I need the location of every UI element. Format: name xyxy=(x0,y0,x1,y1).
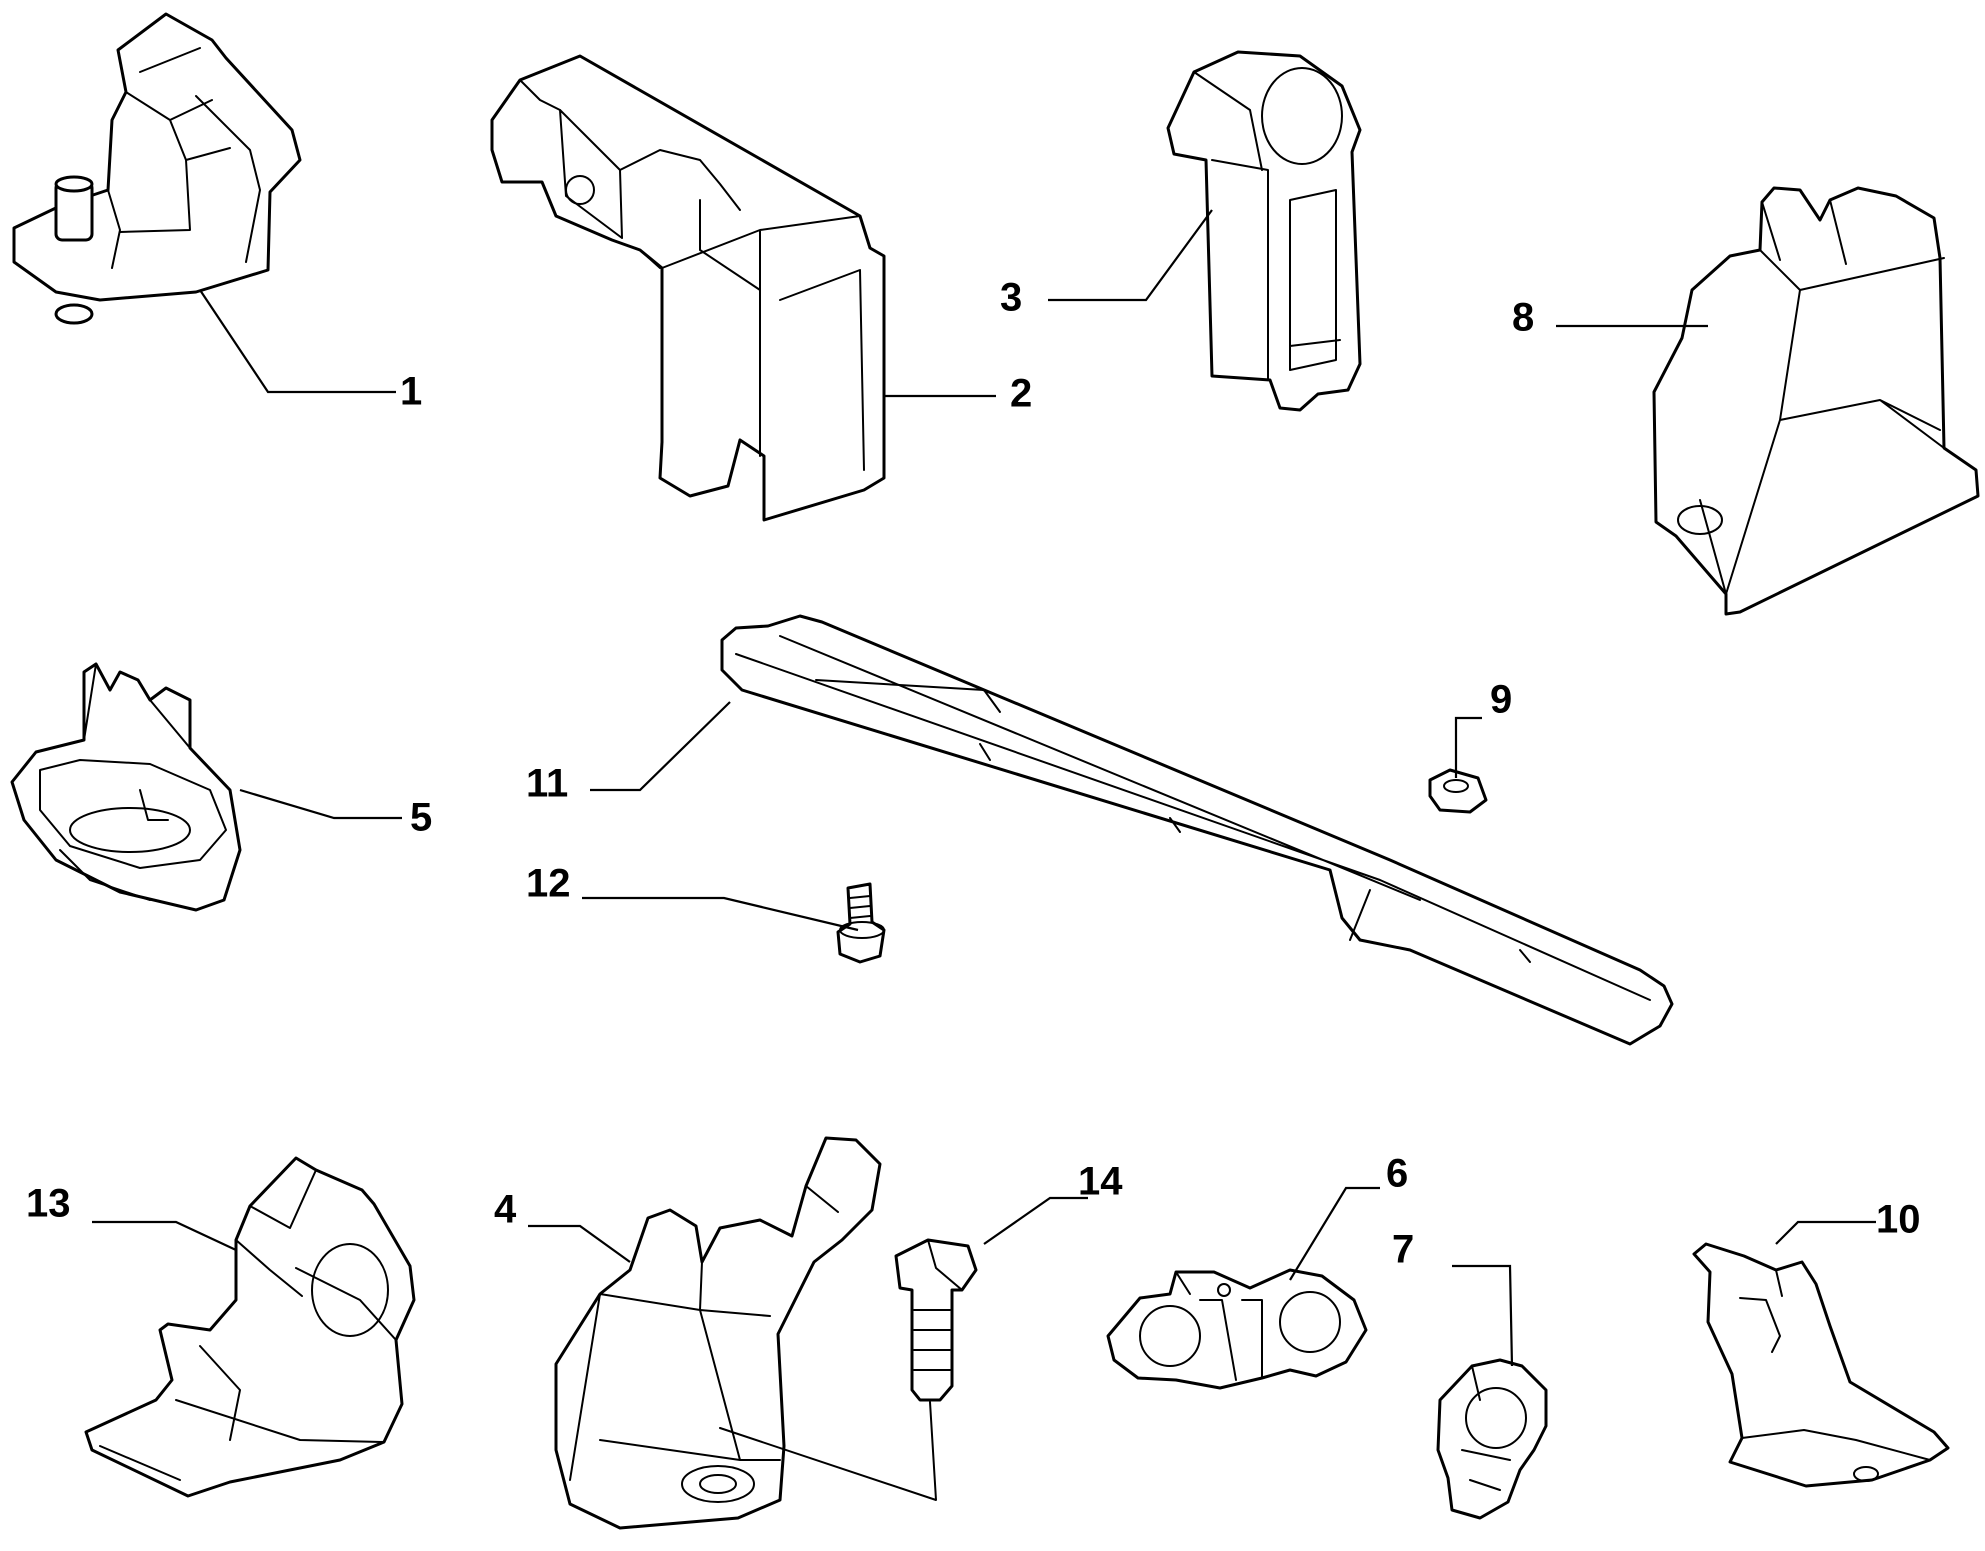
part-4-v-bracket-with-saddle xyxy=(554,1136,882,1530)
part-2-double-clip-block xyxy=(490,54,886,522)
part-8-tall-support-bracket xyxy=(1652,186,1980,616)
callout-9: 9 xyxy=(1490,678,1512,722)
callout-1: 1 xyxy=(400,370,422,414)
part-9-nut xyxy=(1428,768,1488,814)
part-3-pipe-holder-clip xyxy=(1166,50,1362,412)
part-11-long-pipe-rail xyxy=(720,614,1674,1046)
callout-6: 6 xyxy=(1386,1152,1408,1196)
callout-12: 12 xyxy=(526,862,571,906)
part-1-bracket-with-pin xyxy=(12,12,302,325)
callout-4: 4 xyxy=(494,1188,517,1232)
callout-14: 14 xyxy=(1078,1160,1123,1204)
part-14-hex-bolt xyxy=(719,1238,978,1501)
part-13-double-saddle-clip xyxy=(84,1156,416,1498)
callout-labels: 1 2 3 8 5 9 11 12 13 4 14 6 7 10 xyxy=(26,276,1921,1272)
leader-lines xyxy=(92,209,1876,1367)
callout-5: 5 xyxy=(410,796,432,840)
callout-10: 10 xyxy=(1876,1198,1921,1242)
callout-11: 11 xyxy=(526,762,568,806)
part-10-clip-with-foot xyxy=(1692,1242,1950,1488)
part-5-oval-clip-base xyxy=(10,662,242,912)
callout-2: 2 xyxy=(1010,372,1032,416)
callout-7: 7 xyxy=(1392,1228,1414,1272)
part-6-twin-clip xyxy=(1106,1268,1368,1390)
callout-8: 8 xyxy=(1512,296,1534,340)
part-7-push-in-clip xyxy=(1436,1358,1548,1520)
callout-3: 3 xyxy=(1000,276,1022,320)
part-12-threaded-stud xyxy=(836,882,886,964)
callout-13: 13 xyxy=(26,1182,71,1226)
